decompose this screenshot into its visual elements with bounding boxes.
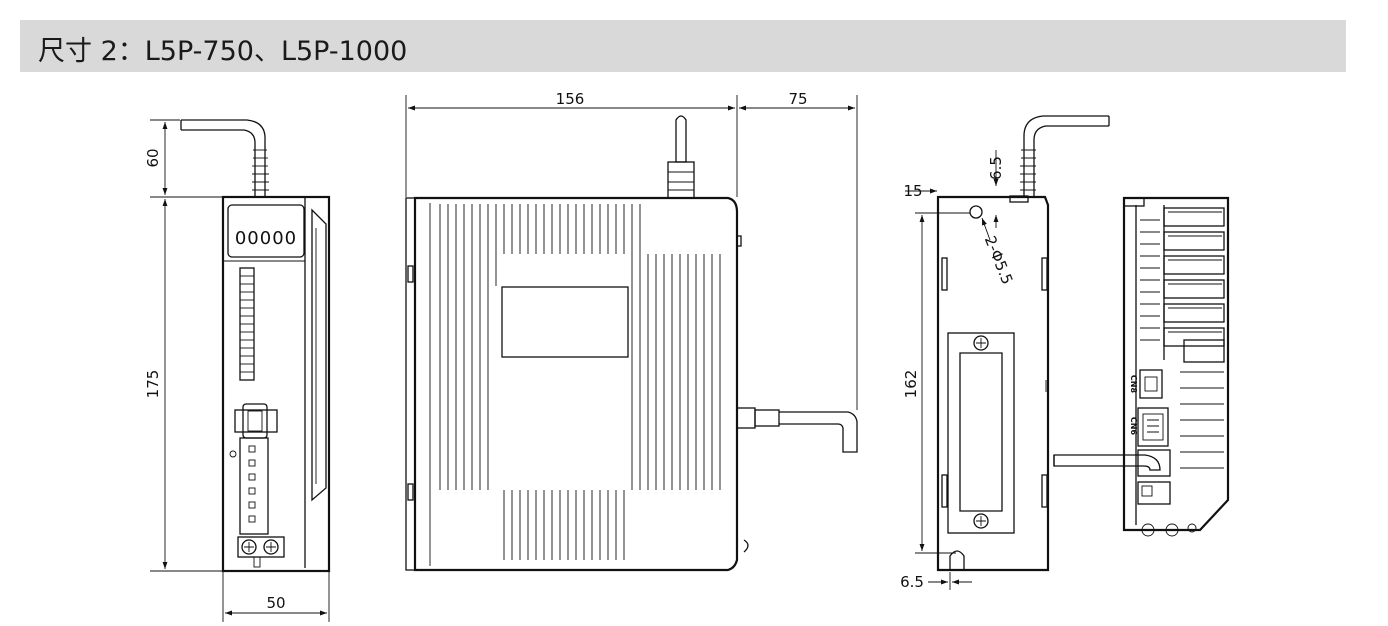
mount-hole-bottom <box>949 550 965 570</box>
power-plug <box>239 437 269 535</box>
side-view: 156 75 <box>405 90 858 572</box>
dim-left-offset-15: 15 <box>903 182 922 200</box>
cn6-label: CN6 <box>1129 417 1138 436</box>
cn6-port <box>1137 407 1169 447</box>
vent-slots-bottom <box>503 490 625 560</box>
dim-bottom-offset-6-5: 6.5 <box>900 573 924 591</box>
title-bar: 尺寸 2：L5P-750、L5P-1000 <box>20 20 1346 72</box>
page-title: 尺寸 2：L5P-750、L5P-1000 <box>38 36 408 67</box>
dim-top-offset-6-5: 6.5 <box>987 156 1005 180</box>
dim-width-50: 50 <box>266 594 285 612</box>
dim-depth-156: 156 <box>556 90 585 108</box>
rear-view: CN8 CN6 <box>1053 196 1230 537</box>
cn8-label: CN8 <box>1129 375 1138 394</box>
front-view: 00000 <box>144 119 331 622</box>
display-window <box>227 204 305 258</box>
cable-strain-relief <box>252 149 269 191</box>
dim-cable-75: 75 <box>788 90 807 108</box>
mount-hole-top <box>969 205 983 219</box>
power-plug-pins <box>248 445 256 523</box>
vent-slots-top <box>439 204 721 490</box>
front-connector <box>234 409 278 433</box>
side-label-plate <box>501 286 629 358</box>
display-readout: 00000 <box>235 228 297 249</box>
terminal-ticks <box>240 275 254 373</box>
ground-terminal <box>237 536 285 558</box>
dim-height-175: 175 <box>144 370 162 399</box>
mount-bracket <box>947 332 1015 534</box>
mount-view: 162 15 6.5 2-Φ5.5 6.5 <box>900 115 1110 591</box>
dim-top-60: 60 <box>144 148 162 167</box>
cn8-port <box>1139 369 1163 399</box>
dim-hole-pitch-162: 162 <box>902 370 920 399</box>
dim-hole-2-phi-5-5: 2-Φ5.5 <box>981 233 1017 287</box>
heatsink-fins <box>1163 207 1225 363</box>
